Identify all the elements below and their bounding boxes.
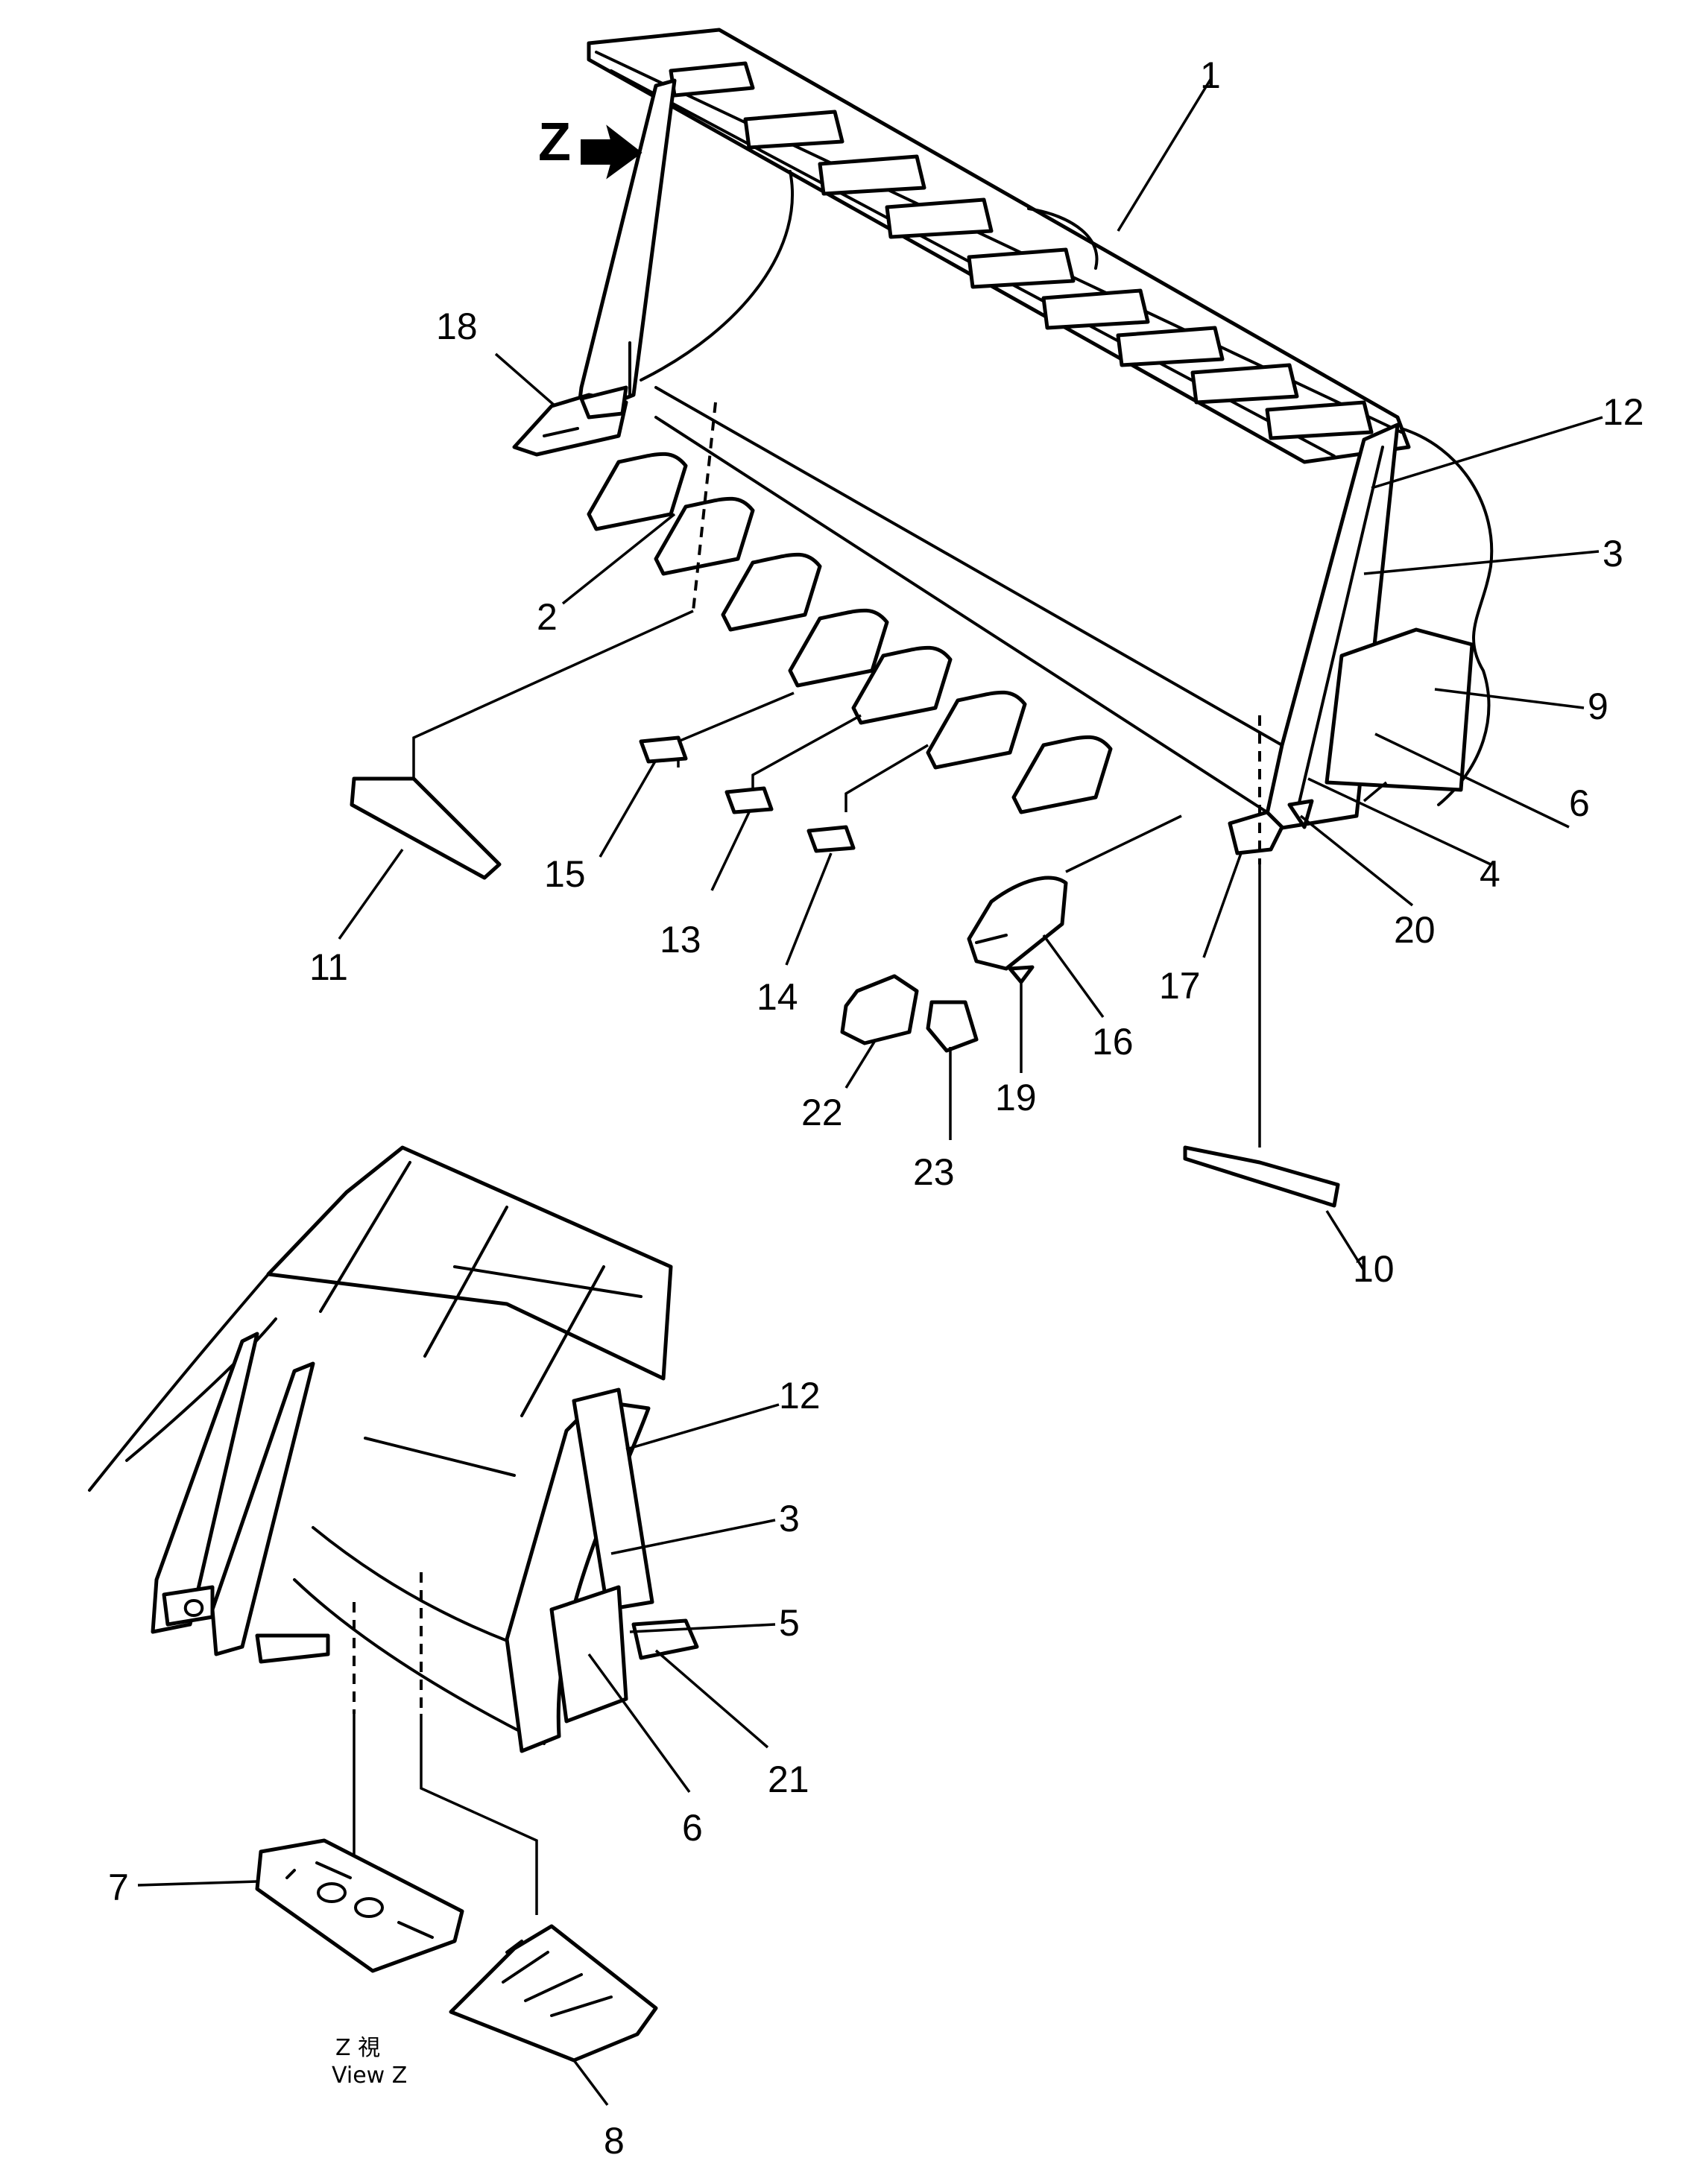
callout-17: 17	[1159, 965, 1201, 1007]
rail-ribs	[669, 61, 1374, 440]
shim-14	[806, 825, 856, 853]
wear-plate-8	[449, 1924, 658, 2063]
tooth-16	[967, 876, 1068, 971]
view-z-caption: Z 視 View Z	[332, 2035, 407, 2089]
plate-10	[1183, 1145, 1340, 1208]
vz-callout-21: 21	[768, 1759, 809, 1800]
caption-english: View Z	[332, 2063, 407, 2089]
callout-18: 18	[436, 306, 478, 347]
wear-plate-7	[255, 1838, 464, 1973]
callout-22: 22	[801, 1092, 843, 1133]
callout-labels: 1 2 3 4 6 9 10 11 12 13 14 15 16 17 18 1…	[108, 54, 1644, 2162]
callout-14: 14	[757, 976, 798, 1018]
callout-20: 20	[1394, 909, 1436, 951]
pin-23	[926, 1000, 979, 1053]
vz-left-plate	[151, 1332, 259, 1634]
vz-side-plate-12	[572, 1387, 654, 1612]
callout-19: 19	[995, 1077, 1037, 1118]
view-marker-label: Z	[538, 113, 571, 172]
corner-tooth-18	[512, 385, 628, 457]
side-wear-plate	[1325, 627, 1474, 792]
vz-piece-21	[631, 1618, 699, 1660]
callout-6: 6	[1569, 782, 1590, 824]
shim-15	[639, 735, 688, 764]
callout-2: 2	[537, 596, 558, 638]
vz-top-frame	[266, 1145, 673, 1381]
vz-callout-5: 5	[779, 1602, 800, 1644]
callout-3: 3	[1603, 533, 1623, 575]
pin-19	[1008, 965, 1035, 984]
vz-callout-7: 7	[108, 1867, 129, 1908]
left-side-plate	[575, 78, 677, 420]
callout-11: 11	[309, 946, 348, 988]
loose-parts	[350, 735, 1340, 1208]
vz-callout-8: 8	[604, 2120, 625, 2162]
arrow-right-icon	[581, 124, 642, 180]
shim-13	[724, 786, 774, 814]
callout-15: 15	[544, 853, 586, 895]
vz-callout-6: 6	[682, 1807, 703, 1849]
caption-japanese: Z 視	[335, 2035, 380, 2061]
plate-11	[350, 776, 502, 880]
callout-1: 1	[1200, 54, 1221, 96]
vz-callout-12: 12	[779, 1375, 821, 1417]
callout-12: 12	[1603, 391, 1644, 433]
callout-9: 9	[1588, 686, 1608, 727]
vz-center-plate	[210, 1361, 315, 1656]
teeth-row	[587, 452, 1113, 814]
callout-23: 23	[913, 1151, 955, 1193]
bucket-view-z	[88, 1145, 699, 2063]
callout-13: 13	[660, 919, 701, 960]
view-z-marker: Z	[538, 113, 642, 180]
callout-4: 4	[1480, 853, 1500, 895]
bucket-main	[412, 28, 1494, 1148]
tip-22	[840, 974, 919, 1045]
callout-10: 10	[1353, 1248, 1395, 1290]
adapter-17	[1228, 810, 1284, 855]
callout-leaders	[137, 77, 1603, 2107]
callout-16: 16	[1092, 1021, 1134, 1063]
vz-callout-3: 3	[779, 1498, 800, 1539]
